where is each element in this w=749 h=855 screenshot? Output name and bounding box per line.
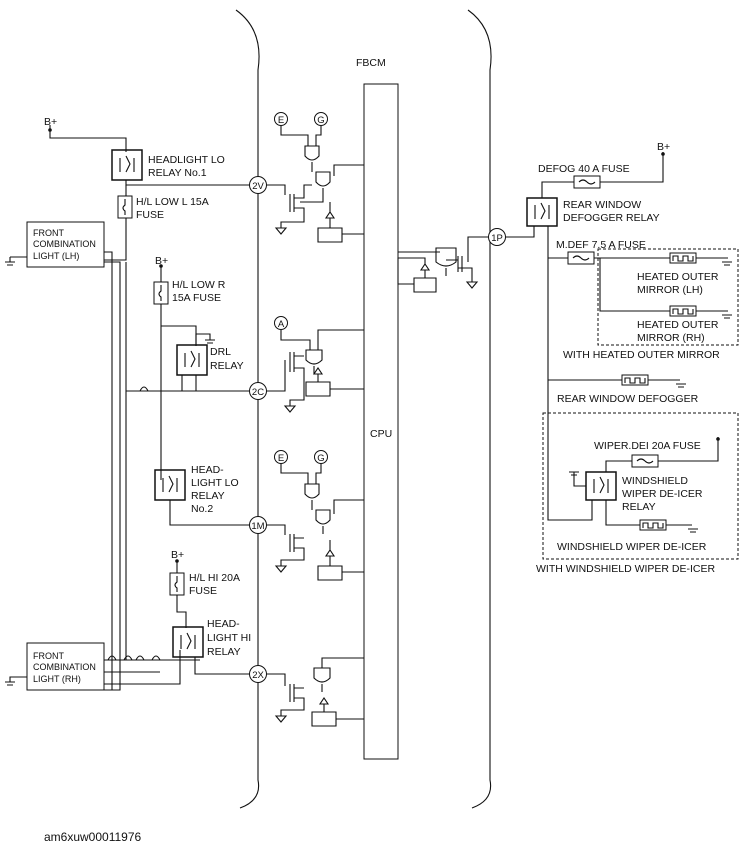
terminal-1m: 1M [249, 516, 267, 534]
windshield-deicer-label: WINDSHIELD WIPER DE-ICER [557, 541, 707, 553]
right-wiring [505, 152, 739, 560]
input-marker-g-mid: G [314, 450, 328, 464]
front-comb-rh-label-2: COMBINATION [33, 662, 96, 672]
driver-circuit-1p [397, 236, 489, 293]
svg-text:1P: 1P [491, 233, 503, 244]
front-comb-lh-label-2: COMBINATION [33, 239, 96, 249]
heated-mirror-rh-label-2: MIRROR (RH) [637, 332, 705, 344]
hl-hi-fuse-label-1: H/L HI 20A [189, 572, 240, 584]
headlight-lo-relay-2-label-3: RELAY [191, 490, 225, 502]
hl-hi-fuse-label-2: FUSE [189, 585, 217, 597]
front-comb-rh-label-1: FRONT [33, 651, 64, 661]
terminal-1p: 1P [488, 228, 506, 246]
input-marker-a: A [274, 316, 288, 330]
with-heated-mirror-label: WITH HEATED OUTER MIRROR [563, 349, 720, 361]
driver-circuit-2x [266, 657, 364, 727]
mdef-fuse-label: M.DEF 7.5 A FUSE [556, 239, 646, 251]
svg-text:G: G [317, 115, 324, 126]
bplus-low-r-label: B+ [155, 255, 168, 267]
input-marker-g-top: G [314, 112, 328, 126]
fbcm-outline [235, 9, 492, 809]
svg-text:1M: 1M [251, 521, 264, 532]
svg-text:2V: 2V [252, 181, 264, 192]
cpu-block [363, 83, 399, 760]
bplus-defog-label: B+ [657, 141, 670, 153]
front-comb-lh-label-3: LIGHT (LH) [33, 251, 79, 261]
headlight-lo-relay-2-label-4: No.2 [191, 503, 213, 515]
driver-circuit-2v [266, 126, 364, 243]
svg-text:G: G [317, 453, 324, 464]
driver-circuit-1m [266, 464, 364, 581]
bplus-hi-label: B+ [171, 549, 184, 561]
windshield-relay-label-1: WINDSHIELD [622, 475, 688, 487]
front-comb-lh-label-1: FRONT [33, 228, 64, 238]
heated-mirror-lh-label-2: MIRROR (LH) [637, 284, 703, 296]
hl-low-l-fuse-label-2: FUSE [136, 209, 164, 221]
hl-low-l-fuse-label-1: H/L LOW L 15A [136, 196, 209, 208]
svg-text:E: E [278, 453, 284, 464]
heated-mirror-lh-label-1: HEATED OUTER [637, 271, 719, 283]
bplus-top-label: B+ [44, 116, 57, 128]
windshield-relay-label-3: RELAY [622, 501, 656, 513]
headlight-hi-relay-label-3: RELAY [207, 646, 241, 658]
rear-window-defogger-relay-label-2: DEFOGGER RELAY [563, 212, 660, 224]
rear-window-defogger-relay-label-1: REAR WINDOW [563, 199, 641, 211]
fbcm-label: FBCM [356, 57, 386, 69]
heated-mirror-rh-label-1: HEATED OUTER [637, 319, 719, 331]
headlight-hi-relay-label-1: HEAD- [207, 618, 240, 630]
headlight-lo-relay-2-label-2: LIGHT LO [191, 477, 239, 489]
terminal-2v: 2V [249, 176, 267, 194]
headlight-lo-relay-1-label-2: RELAY No.1 [148, 167, 207, 179]
input-marker-e-mid: E [274, 450, 288, 464]
front-comb-rh-label-3: LIGHT (RH) [33, 674, 81, 684]
svg-text:A: A [278, 319, 285, 330]
svg-text:E: E [278, 115, 284, 126]
wiper-dei-fuse-label: WIPER.DEI 20A FUSE [594, 440, 701, 452]
hl-low-r-fuse-label-2: 15A FUSE [172, 292, 221, 304]
with-windshield-deicer-label: WITH WINDSHIELD WIPER DE-ICER [536, 563, 716, 575]
drl-relay-label-1: DRL [210, 346, 231, 358]
headlight-lo-relay-1-label-1: HEADLIGHT LO [148, 154, 225, 166]
svg-text:2X: 2X [252, 670, 264, 681]
cpu-label: CPU [370, 428, 392, 440]
hl-low-r-fuse-label-1: H/L LOW R [172, 279, 226, 291]
terminal-2x: 2X [249, 665, 267, 683]
rear-window-defogger-label: REAR WINDOW DEFOGGER [557, 393, 699, 405]
windshield-relay-label-2: WIPER DE-ICER [622, 488, 703, 500]
document-id: am6xuw00011976 [44, 830, 142, 844]
headlight-lo-relay-2-label-1: HEAD- [191, 464, 224, 476]
headlight-hi-relay-label-2: LIGHT HI [207, 632, 251, 644]
svg-text:2C: 2C [252, 387, 264, 398]
input-marker-e-top: E [274, 112, 288, 126]
left-wiring [5, 125, 250, 691]
drl-relay-label-2: RELAY [210, 360, 244, 372]
terminal-2c: 2C [249, 382, 267, 400]
defog-fuse-label: DEFOG 40 A FUSE [538, 163, 630, 175]
driver-circuit-2c [266, 329, 364, 413]
